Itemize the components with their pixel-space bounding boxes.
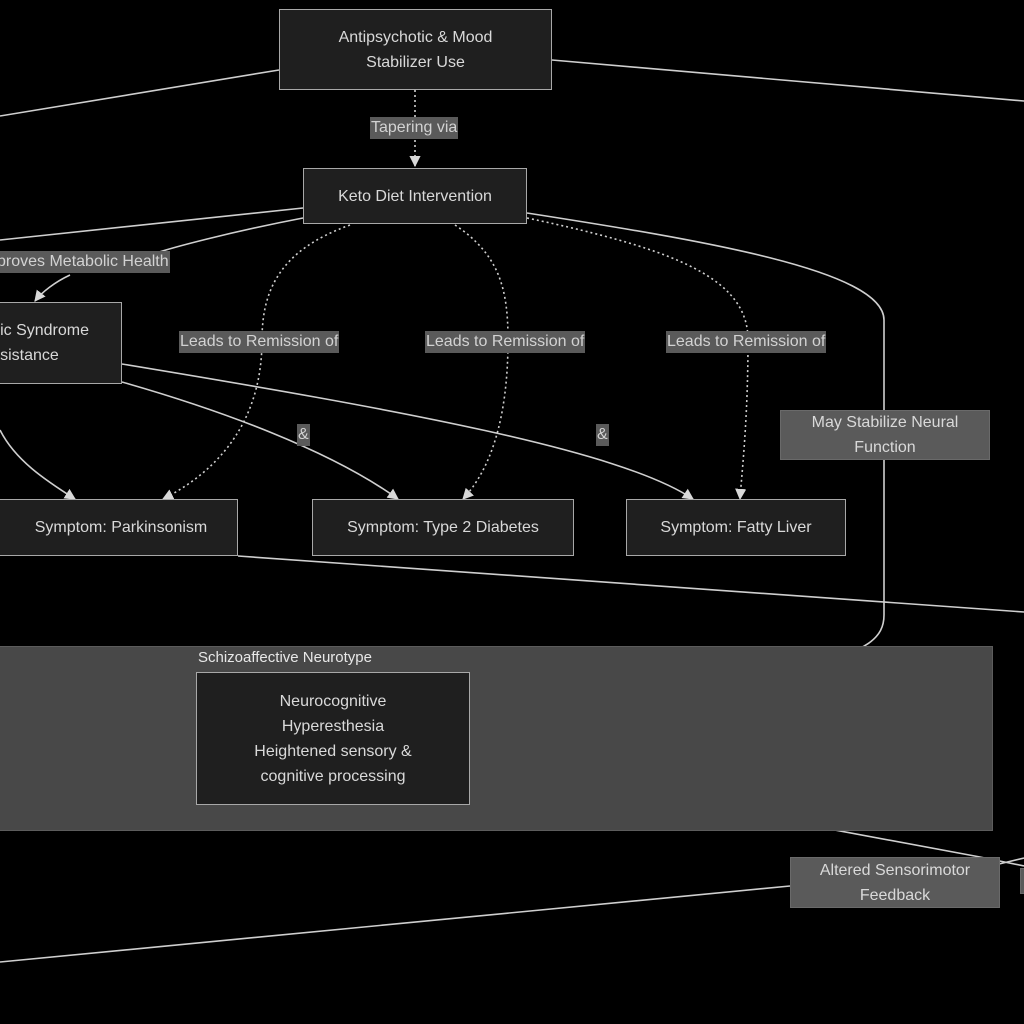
cluster-schizoaffective-neurotype	[0, 646, 993, 831]
edge-keto-left-1	[0, 207, 304, 241]
edge-antipsychotic-left	[0, 69, 280, 117]
node-offscreen-right[interactable]	[1020, 868, 1024, 894]
node-altered-sensorimotor-feedback[interactable]: Altered Sensorimotor Feedback	[790, 857, 1000, 908]
node-text-line: Heightened sensory &	[254, 742, 412, 760]
node-text-line: Function	[854, 439, 916, 456]
edge-label-remission-fatty-liver: Leads to Remission of	[666, 331, 827, 353]
node-text-line: Hyperesthesia	[281, 717, 385, 735]
node-text-line: Symptom: Parkinsonism	[34, 519, 208, 536]
edge-keto-diabetes	[454, 224, 509, 500]
node-text-line: ic Syndrome	[0, 322, 89, 339]
edge-metabolic-fattyliver	[121, 363, 694, 500]
node-keto-diet-intervention[interactable]: Keto Diet Intervention	[303, 168, 527, 224]
node-antipsychotic-mood-stabilizer[interactable]: Antipsychotic & Mood Stabilizer Use	[279, 9, 552, 90]
edge-sensorimotor-left	[0, 885, 791, 963]
node-text-line: May Stabilize Neural	[811, 414, 959, 431]
cluster-title: Schizoaffective Neurotype	[198, 649, 372, 666]
node-text-line: cognitive processing	[260, 767, 406, 785]
node-symptom-fatty-liver[interactable]: Symptom: Fatty Liver	[626, 499, 846, 556]
edge-sensorimotor-right	[998, 857, 1024, 865]
edge-label-remission-parkinsonism: Leads to Remission of	[179, 331, 340, 353]
node-text-line: Antipsychotic & Mood	[338, 28, 493, 46]
node-text-line: Feedback	[859, 886, 931, 904]
edge-metabolic-parkinsonism	[0, 429, 76, 500]
node-may-stabilize-neural-function[interactable]: May Stabilize Neural Function	[780, 410, 990, 460]
edge-parkinsonism-right	[237, 555, 1024, 613]
edge-label-improves-metabolic-health: proves Metabolic Health	[0, 251, 170, 273]
node-symptom-parkinsonism[interactable]: Symptom: Parkinsonism	[0, 499, 238, 556]
node-text-line: Symptom: Fatty Liver	[660, 519, 812, 536]
node-text-line: sistance	[0, 347, 59, 364]
node-text-line: Symptom: Type 2 Diabetes	[347, 519, 539, 536]
edge-antipsychotic-right	[551, 59, 1024, 102]
edge-label-and-fatty-liver: &	[596, 424, 609, 446]
node-metabolic-syndrome[interactable]: ic Syndrome sistance	[0, 302, 122, 384]
node-symptom-type2-diabetes[interactable]: Symptom: Type 2 Diabetes	[312, 499, 574, 556]
node-text-line: Keto Diet Intervention	[338, 187, 492, 205]
edge-keto-left-2	[149, 217, 304, 256]
edge-keto-parkinsonism	[162, 224, 351, 500]
edge-keto-neurocognitive	[468, 212, 885, 720]
edge-keto-fattyliver	[526, 217, 749, 501]
edge-improves	[34, 274, 71, 302]
edge-metabolic-diabetes	[121, 381, 399, 500]
edge-label-and-diabetes: &	[297, 424, 310, 446]
edge-label-remission-diabetes: Leads to Remission of	[425, 331, 586, 353]
node-neurocognitive-hyperesthesia[interactable]: Neurocognitive Hyperesthesia Heightened …	[196, 672, 470, 805]
node-text-line: Stabilizer Use	[366, 53, 465, 71]
node-text-line: Altered Sensorimotor	[819, 861, 971, 879]
node-text-line: Neurocognitive	[279, 692, 387, 710]
edge-label-tapering-via: Tapering via	[370, 117, 459, 139]
